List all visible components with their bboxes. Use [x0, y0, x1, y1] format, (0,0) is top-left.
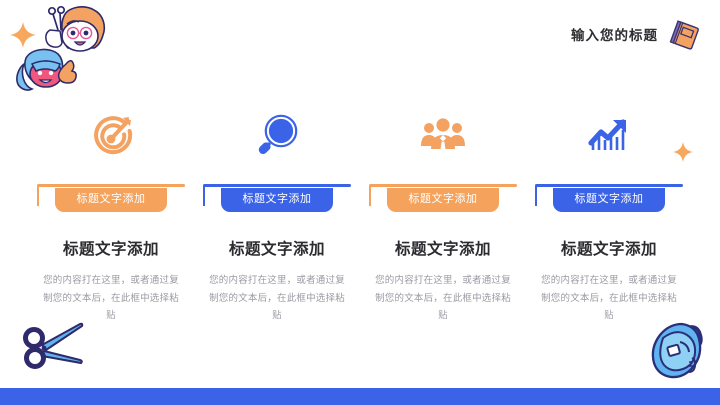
- accent-topline: [535, 184, 683, 187]
- target-arrow-icon: [87, 108, 135, 166]
- accent-topline: [369, 184, 517, 187]
- column-heading: 标题文字添加: [560, 241, 657, 259]
- growth-chart-icon: [585, 108, 633, 166]
- feature-columns: 标题文字添加 标题文字添加 您的内容打在这里，或者通过复制您的文本后，在此框中选…: [28, 108, 692, 325]
- column-badge[interactable]: 标题文字添加: [221, 187, 333, 213]
- people-group-icon: [419, 108, 467, 166]
- column-body-text: 您的内容打在这里，或者通过复制您的文本后，在此框中选择粘贴: [43, 275, 179, 322]
- cartoon-faces-illustration: [16, 5, 106, 91]
- accent-stub: [37, 186, 39, 206]
- column-badge[interactable]: 标题文字添加: [387, 187, 499, 213]
- badge-shelf: 标题文字添加: [200, 184, 354, 213]
- feature-column-1: 标题文字添加 标题文字添加 您的内容打在这里，或者通过复制您的文本后，在此框中选…: [28, 108, 194, 325]
- column-badge[interactable]: 标题文字添加: [553, 187, 665, 213]
- sparkle-icon: [10, 22, 36, 48]
- scissors-illustration: [23, 322, 84, 369]
- badge-shelf: 标题文字添加: [532, 184, 686, 213]
- backpack-illustration: [651, 322, 703, 379]
- accent-stub: [203, 186, 205, 206]
- feature-column-2: 标题文字添加 标题文字添加 您的内容打在这里，或者通过复制您的文本后，在此框中选…: [194, 108, 360, 325]
- page-title: 输入您的标题: [571, 28, 658, 43]
- column-heading: 标题文字添加: [228, 241, 325, 259]
- accent-topline: [37, 184, 185, 187]
- column-body-text: 您的内容打在这里，或者通过复制您的文本后，在此框中选择粘贴: [375, 275, 511, 322]
- book-icon: [669, 20, 699, 50]
- bottom-accent-bar: [0, 388, 720, 405]
- column-badge[interactable]: 标题文字添加: [55, 187, 167, 213]
- column-heading: 标题文字添加: [394, 241, 491, 259]
- column-body-text: 您的内容打在这里，或者通过复制您的文本后，在此框中选择粘贴: [541, 275, 677, 322]
- feature-column-3: 标题文字添加 标题文字添加 您的内容打在这里，或者通过复制您的文本后，在此框中选…: [360, 108, 526, 325]
- accent-topline: [203, 184, 351, 187]
- accent-stub: [535, 186, 537, 206]
- badge-shelf: 标题文字添加: [366, 184, 520, 213]
- slide-header: 输入您的标题: [571, 18, 700, 50]
- feature-column-4: 标题文字添加 标题文字添加 您的内容打在这里，或者通过复制您的文本后，在此框中选…: [526, 108, 692, 325]
- column-heading: 标题文字添加: [62, 241, 159, 259]
- badge-shelf: 标题文字添加: [34, 184, 188, 213]
- magnifier-icon: [253, 108, 301, 166]
- column-body-text: 您的内容打在这里，或者通过复制您的文本后，在此框中选择粘贴: [209, 275, 345, 322]
- accent-stub: [369, 186, 371, 206]
